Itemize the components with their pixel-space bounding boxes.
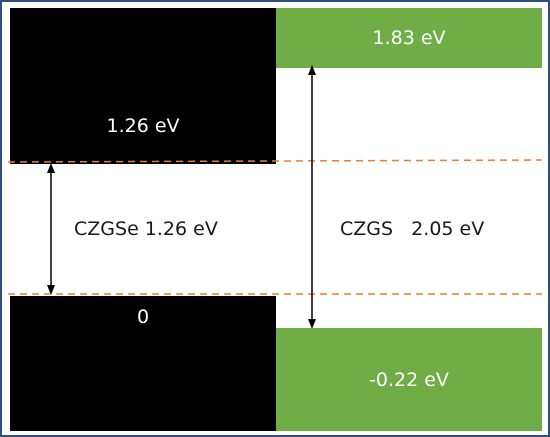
czgs-valence-band: -0.22 eV (276, 328, 542, 431)
czgse-gap-label: CZGSe 1.26 eV (74, 218, 218, 240)
czgs-vb-label: -0.22 eV (369, 368, 449, 391)
czgs-gap-label: CZGS 2.05 eV (340, 218, 485, 240)
upper-dashed-line (7, 159, 543, 163)
czgse-cb-label: 1.26 eV (106, 115, 180, 137)
czgs-conduction-band: 1.83 eV (276, 8, 542, 68)
czgse-conduction-band: 1.26 eV (10, 8, 276, 164)
czgse-valence-band: 0 (10, 296, 276, 431)
czgs-cb-label: 1.83 eV (372, 27, 446, 49)
czgse-vb-label: 0 (136, 306, 150, 328)
